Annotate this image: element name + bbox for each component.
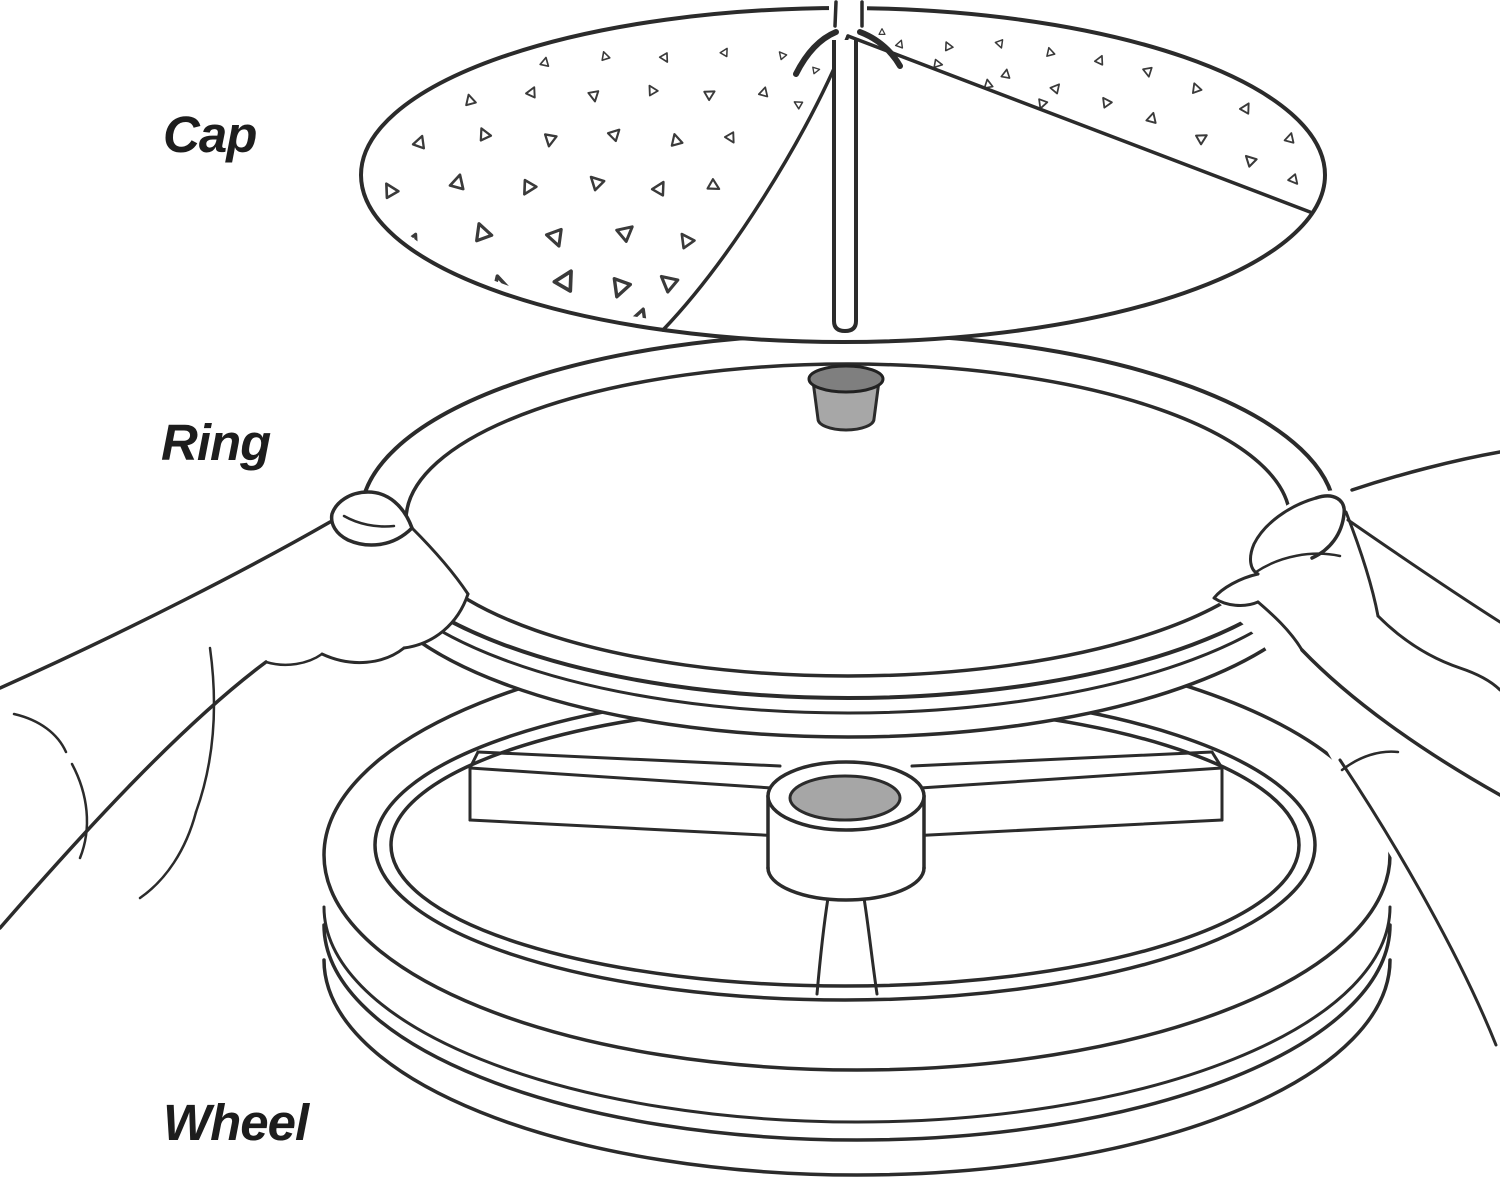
ring-part — [359, 332, 1337, 739]
left-hand — [0, 490, 470, 930]
label-cap: Cap — [163, 106, 256, 163]
ring-socket-flange — [807, 364, 885, 394]
cap-part — [359, 0, 1327, 344]
left-arm-bottom-contour — [0, 660, 268, 930]
left-thumb — [329, 490, 414, 547]
right-thumb — [1310, 494, 1346, 560]
right-arm-top-contour — [1350, 450, 1500, 492]
left-knuckles — [402, 592, 470, 650]
cap-apex-notch — [793, 0, 903, 77]
cap-pin — [832, 40, 858, 334]
wheel-spokes — [468, 750, 1224, 996]
label-ring: Ring — [161, 414, 271, 471]
ring-socket — [807, 364, 885, 432]
wheel-hub — [766, 760, 926, 902]
wheel-part — [322, 638, 1392, 1177]
cap-cutaway-wedge — [661, 34, 1312, 334]
left-arm-top-contour — [0, 520, 332, 690]
right-index-finger — [1212, 572, 1260, 607]
right-arm-bottom-contour — [1300, 648, 1500, 797]
label-wheel: Wheel — [163, 1094, 311, 1151]
right-hand — [1212, 450, 1500, 1050]
wheel-hub-hole — [788, 774, 902, 822]
right-knuckles — [1346, 518, 1500, 624]
